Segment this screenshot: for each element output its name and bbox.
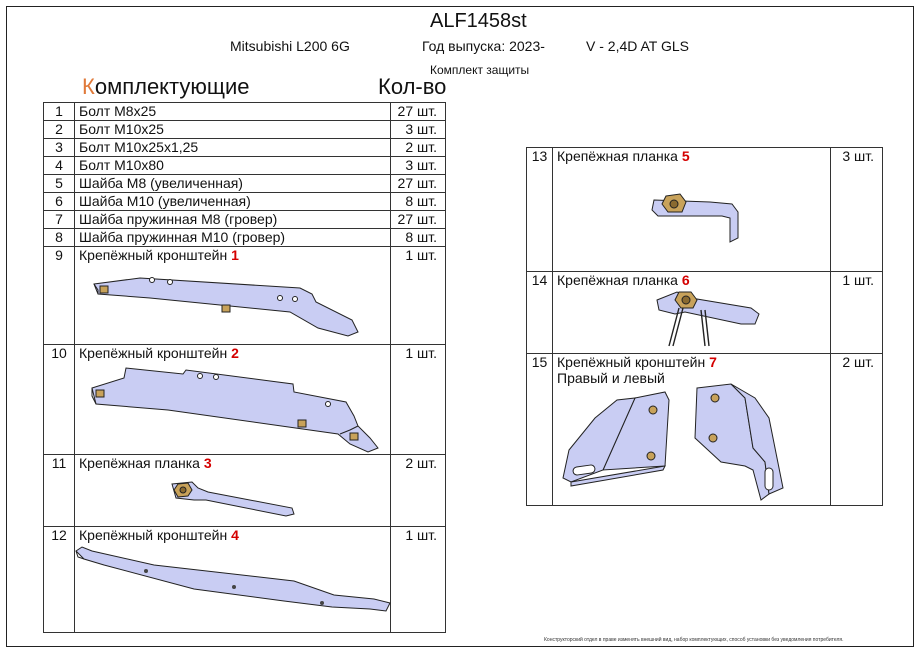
row-number: 12 bbox=[43, 526, 75, 633]
row-number: 14 bbox=[526, 271, 553, 354]
row-number: 9 bbox=[43, 246, 75, 345]
item-name-text: Крепёжная планка bbox=[79, 455, 204, 472]
item-name-text: Крепёжный кронштейн bbox=[79, 527, 232, 544]
row-number: 6 bbox=[43, 192, 75, 211]
item-name: Болт М10х25х1,25 bbox=[74, 138, 391, 157]
item-name-text: Крепёжная планка bbox=[557, 272, 682, 289]
item-name-text: Крепёжный кронштейн bbox=[79, 345, 232, 362]
item-name: Болт М8х25 bbox=[74, 102, 391, 121]
row-number: 11 bbox=[43, 454, 75, 527]
components-heading: Комплектующие bbox=[82, 74, 250, 100]
document-code: ALF1458st bbox=[430, 10, 527, 32]
components-heading-initial: К bbox=[82, 74, 95, 99]
row-number: 4 bbox=[43, 156, 75, 175]
row-number: 5 bbox=[43, 174, 75, 193]
item-quantity: 1 шт. bbox=[390, 526, 446, 633]
row-number: 10 bbox=[43, 344, 75, 455]
item-ref-number: 5 bbox=[681, 148, 690, 165]
quantity-heading: Кол-во bbox=[378, 74, 447, 99]
kit-type: Комплект защиты bbox=[430, 63, 530, 77]
row-number: 2 bbox=[43, 120, 75, 139]
item-ref-number: 7 bbox=[709, 354, 717, 371]
item-name: Крепёжная планка 3 bbox=[74, 454, 391, 527]
item-quantity: 3 шт. bbox=[830, 147, 883, 272]
item-quantity: 27 шт. bbox=[390, 174, 446, 193]
production-year: Год выпуска: 2023- bbox=[422, 38, 545, 54]
item-name-text: Крепёжная планка bbox=[557, 148, 682, 165]
plate-6-drawing bbox=[656, 291, 760, 347]
row-number: 13 bbox=[526, 147, 553, 272]
item-quantity: 8 шт. bbox=[390, 192, 446, 211]
item-quantity: 2 шт. bbox=[390, 454, 446, 527]
item-quantity: 2 шт. bbox=[830, 353, 883, 506]
engine-spec: V - 2,4D AT GLS bbox=[586, 38, 689, 54]
item-ref-number: 2 bbox=[231, 345, 239, 362]
item-name-text: Крепёжный кронштейн bbox=[557, 354, 710, 371]
item-ref-number: 4 bbox=[231, 527, 239, 544]
row-number: 7 bbox=[43, 210, 75, 229]
item-quantity: 3 шт. bbox=[390, 156, 446, 175]
row-number: 8 bbox=[43, 228, 75, 247]
row-number: 15 bbox=[526, 353, 553, 506]
item-name: Болт М10х25 bbox=[74, 120, 391, 139]
plate-5-drawing bbox=[651, 193, 739, 243]
item-name: Крепёжная планка 5 bbox=[552, 147, 831, 272]
item-quantity: 1 шт. bbox=[830, 271, 883, 354]
footer-disclaimer: Конструкторский отдел в праве изменять в… bbox=[544, 637, 844, 643]
item-quantity: 2 шт. bbox=[390, 138, 446, 157]
item-quantity: 27 шт. bbox=[390, 210, 446, 229]
plate-3-drawing bbox=[171, 481, 295, 517]
bracket-2-drawing bbox=[91, 367, 379, 453]
vehicle-model: Mitsubishi L200 6G bbox=[230, 38, 350, 54]
bracket-7-drawing bbox=[562, 383, 784, 501]
item-name: Шайба М8 (увеличенная) bbox=[74, 174, 391, 193]
item-ref-number: 6 bbox=[681, 272, 690, 289]
components-heading-rest: омплектующие bbox=[94, 74, 250, 99]
item-name: Шайба пружинная М8 (гровер) bbox=[74, 210, 391, 229]
item-ref-number: 3 bbox=[203, 455, 212, 472]
item-quantity: 8 шт. bbox=[390, 228, 446, 247]
row-number: 1 bbox=[43, 102, 75, 121]
item-quantity: 1 шт. bbox=[390, 246, 446, 345]
row-number: 3 bbox=[43, 138, 75, 157]
item-quantity: 3 шт. bbox=[390, 120, 446, 139]
item-name: Болт М10х80 bbox=[74, 156, 391, 175]
item-quantity: 27 шт. bbox=[390, 102, 446, 121]
bracket-4-drawing bbox=[75, 546, 391, 612]
item-name: Шайба пружинная М10 (гровер) bbox=[74, 228, 391, 247]
item-name: Шайба М10 (увеличенная) bbox=[74, 192, 391, 211]
item-note: Правый и левый bbox=[557, 370, 665, 386]
item-ref-number: 1 bbox=[231, 247, 239, 264]
item-name-text: Крепёжный кронштейн bbox=[79, 247, 232, 264]
sheet-frame bbox=[6, 6, 914, 647]
item-quantity: 1 шт. bbox=[390, 344, 446, 455]
bracket-1-drawing bbox=[93, 277, 359, 337]
